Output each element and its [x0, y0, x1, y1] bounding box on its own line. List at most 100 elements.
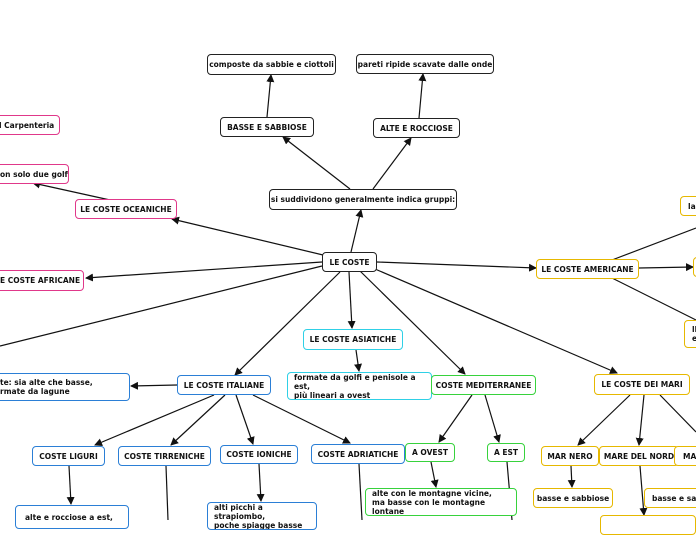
- node-ovest-label: A OVEST: [411, 448, 449, 457]
- node-americane-right2[interactable]: lle: [684, 320, 696, 348]
- edge-italiane-desc: [130, 381, 178, 390]
- node-mar-nero-label: MAR NERO: [547, 451, 593, 461]
- node-americane-label: LE COSTE AMERICANE: [541, 264, 634, 274]
- edge-ovest-desc: [430, 461, 439, 488]
- concept-map-canvas: [0, 73, 696, 520]
- node-adriatiche[interactable]: COSTE ADRIATICHE: [311, 444, 405, 464]
- node-italiane-desc-line2: rmate da lagune: [0, 387, 70, 396]
- edge-mari-nord: [635, 394, 645, 446]
- edge-ioniche-desc: [256, 463, 265, 502]
- edge-americane-right1: [611, 227, 696, 261]
- node-italiane-desc[interactable]: te: sia alte che basse,rmate da lagune: [0, 373, 130, 401]
- node-americane-right1-label: la: [688, 201, 696, 211]
- node-ovest[interactable]: A OVEST: [405, 443, 455, 462]
- node-liguri-desc[interactable]: alte e rocciose a est,: [15, 505, 129, 529]
- node-root[interactable]: LE COSTE: [322, 252, 377, 272]
- node-ioniche-desc-line1: alti picchi a strapiombo,: [214, 502, 266, 521]
- node-mar-nero-desc-label: basse e sabbiose: [536, 493, 610, 503]
- node-asiatiche[interactable]: LE COSTE ASIATICHE: [303, 329, 403, 350]
- node-americane-right2-line2: e: [692, 334, 696, 343]
- node-mare-nord-label: MARE DEL NORD: [603, 451, 675, 461]
- edge-basse-composte: [266, 74, 275, 118]
- node-alte-rocciose[interactable]: ALTE E ROCCIOSE: [373, 118, 460, 138]
- edge-tirreniche-down: [165, 465, 169, 520]
- node-basse-sabbiose[interactable]: BASSE E SABBIOSE: [220, 117, 314, 137]
- node-composte[interactable]: composte da sabbie e ciottoli: [207, 54, 336, 75]
- node-mar-right-desc-label: basse e sab: [652, 493, 696, 503]
- node-pareti-label: pareti ripide scavate dalle onde: [357, 59, 493, 69]
- node-mar-right[interactable]: MA: [674, 446, 696, 466]
- node-asiatiche-desc-line1: formate da golfi e penisole a est,: [294, 372, 416, 391]
- connectors: [0, 73, 696, 520]
- edge-root-mari: [374, 268, 618, 374]
- edge-root-groups: [350, 209, 364, 253]
- node-alte-rocciose-label: ALTE E ROCCIOSE: [380, 123, 453, 133]
- edge-liguri-desc: [66, 465, 75, 505]
- node-ioniche[interactable]: COSTE IONICHE: [220, 445, 298, 464]
- node-americane-right2-line1: ll: [692, 325, 696, 334]
- node-italiane-desc-line1: te: sia alte che basse,: [0, 378, 93, 387]
- node-tirreniche-label: COSTE TIRRENICHE: [124, 451, 205, 461]
- node-composte-label: composte da sabbie e ciottoli: [209, 60, 334, 69]
- node-adriatiche-label: COSTE ADRIATICHE: [317, 449, 399, 459]
- node-mare-nord-desc[interactable]: [600, 515, 696, 535]
- edge-root-asiatiche: [347, 271, 356, 329]
- node-carpenteria-label: l Carpenteria: [0, 120, 55, 130]
- node-mare-nord[interactable]: MARE DEL NORD: [599, 446, 679, 466]
- node-americane[interactable]: LE COSTE AMERICANE: [536, 259, 639, 279]
- edge-med-ovest: [438, 394, 473, 443]
- edge-nero-desc: [567, 465, 576, 488]
- node-ioniche-desc-line2: poche spiagge basse: [214, 520, 303, 530]
- node-ovest-desc-line2: ma basse con le montagne lontane: [372, 497, 486, 516]
- node-ovest-desc-line1: alte con le montagne vicine,: [372, 488, 492, 498]
- node-ioniche-desc[interactable]: alti picchi a strapiombo,poche spiagge b…: [207, 502, 317, 530]
- node-est[interactable]: A EST: [487, 443, 525, 462]
- node-pareti[interactable]: pareti ripide scavate dalle onde: [356, 54, 494, 74]
- edge-med-est: [484, 394, 501, 443]
- node-tirreniche[interactable]: COSTE TIRRENICHE: [118, 446, 211, 466]
- node-ovest-desc[interactable]: alte con le montagne vicine,ma basse con…: [365, 488, 517, 516]
- edge-italiane-adriatiche: [252, 394, 351, 444]
- node-mar-right-desc[interactable]: basse e sab: [644, 488, 696, 508]
- edge-adriatiche-down: [358, 463, 363, 520]
- node-asiatiche-desc[interactable]: formate da golfi e penisole a est,più li…: [287, 372, 432, 400]
- node-asiatiche-desc-line2: più lineari a ovest: [294, 390, 371, 400]
- node-mediterranee[interactable]: COSTE MEDITERRANEE: [431, 375, 536, 395]
- node-est-label: A EST: [493, 448, 519, 457]
- edge-root-americane: [376, 261, 537, 272]
- node-americane-right1[interactable]: la: [680, 196, 696, 216]
- edge-italiane-tirreniche: [170, 394, 226, 446]
- node-africane-label: E COSTE AFRICANE: [0, 276, 81, 285]
- edge-nord-down: [639, 465, 648, 516]
- node-liguri[interactable]: COSTE LIGURI: [32, 446, 105, 466]
- node-mari[interactable]: LE COSTE DEI MARI: [594, 374, 690, 395]
- node-liguri-label: COSTE LIGURI: [39, 451, 98, 461]
- node-groups[interactable]: si suddividono generalmente indica grupp…: [269, 189, 457, 210]
- node-due-golfi[interactable]: on solo due golfi: [0, 164, 69, 184]
- edge-americane-right2: [638, 263, 694, 272]
- node-carpenteria[interactable]: l Carpenteria: [0, 115, 60, 135]
- node-liguri-desc-label: alte e rocciose a est,: [25, 512, 113, 522]
- node-root-label: LE COSTE: [329, 257, 370, 267]
- node-oceaniche-label: LE COSTE OCEANICHE: [80, 204, 172, 214]
- edge-groups-basse: [282, 136, 351, 190]
- node-italiane[interactable]: LE COSTE ITALIANE: [177, 375, 271, 395]
- edge-asiatiche-desc: [354, 349, 362, 372]
- node-mar-nero-desc[interactable]: basse e sabbiose: [533, 488, 613, 508]
- node-mediterranee-label: COSTE MEDITERRANEE: [435, 380, 532, 390]
- edge-italiane-liguri: [94, 394, 215, 446]
- edge-americane-right3: [611, 277, 696, 321]
- edge-alte-pareti: [418, 73, 427, 119]
- edge-root-offleft: [0, 265, 323, 347]
- node-mar-right-label: MA: [683, 451, 696, 461]
- edge-mari-right: [659, 394, 696, 433]
- node-oceaniche[interactable]: LE COSTE OCEANICHE: [75, 199, 177, 219]
- node-mari-label: LE COSTE DEI MARI: [601, 380, 683, 389]
- node-americane-right-mid[interactable]: [693, 257, 696, 277]
- node-mar-nero[interactable]: MAR NERO: [541, 446, 599, 466]
- edge-mari-nero: [577, 394, 631, 446]
- node-italiane-label: LE COSTE ITALIANE: [183, 380, 265, 390]
- node-asiatiche-label: LE COSTE ASIATICHE: [309, 335, 397, 344]
- edge-groups-alte: [372, 137, 412, 190]
- node-africane[interactable]: E COSTE AFRICANE: [0, 270, 84, 291]
